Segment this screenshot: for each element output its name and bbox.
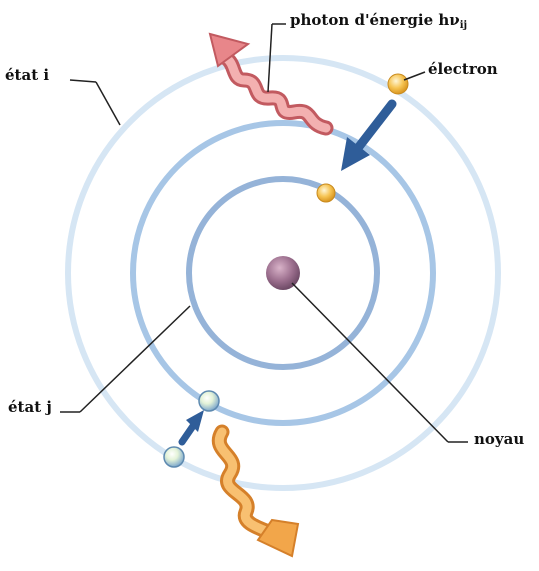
photon-label-text: photon d'énergie hν: [290, 11, 460, 29]
etat-i-label: état i: [5, 68, 49, 83]
leader-etat-i-2: [96, 82, 120, 125]
electron-label: électron: [428, 62, 498, 77]
electron-blue-outside: [164, 447, 184, 467]
electron-inner: [317, 184, 335, 202]
leader-etat-j-2: [80, 306, 190, 412]
photon-label-subscript: ij: [460, 20, 467, 31]
leader-etat-i: [70, 80, 96, 82]
photon-label: photon d'énergie hνij: [290, 13, 467, 31]
electron-blue-orbit: [199, 391, 219, 411]
electron-outer: [388, 74, 408, 94]
lower-photon-wavy-arrow-icon: [219, 432, 298, 556]
leader-electron: [404, 72, 425, 80]
lower-transition-arrow-icon: [182, 410, 204, 442]
etat-j-label: état j: [8, 400, 52, 415]
noyau-label: noyau: [474, 432, 524, 447]
